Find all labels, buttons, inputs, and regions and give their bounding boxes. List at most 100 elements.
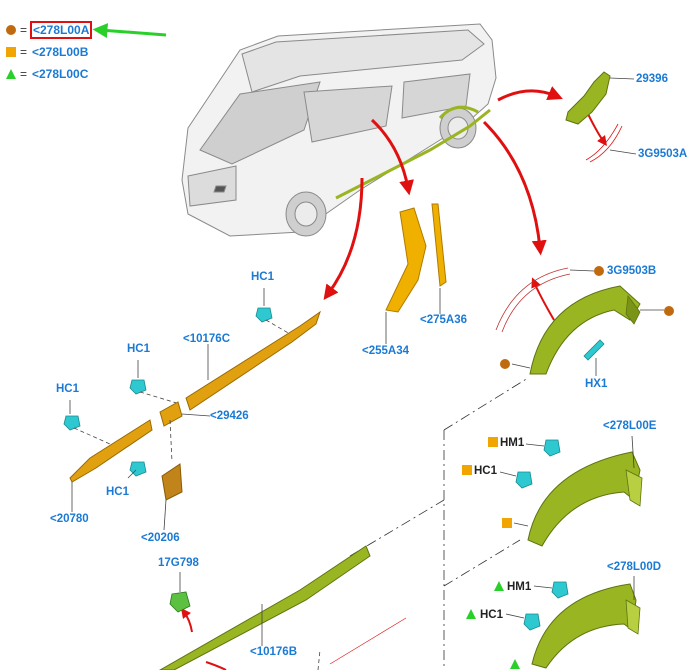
van-arch-highlight xyxy=(438,105,479,120)
leader-line xyxy=(569,269,595,272)
legend-equals: = xyxy=(20,23,28,37)
circle-marker-icon xyxy=(664,306,674,316)
legend-code-highlighted: <278L00A xyxy=(30,21,93,39)
label-HM1-d: HM1 xyxy=(507,581,532,593)
square-marker-icon xyxy=(6,47,16,57)
arch-end-flange xyxy=(625,294,641,325)
dashed-divider xyxy=(443,377,529,431)
triangle-marker-icon xyxy=(466,609,476,619)
clip-HM1-e xyxy=(543,439,561,457)
dashed-divider xyxy=(443,539,521,587)
label-HC1-left: HC1 xyxy=(56,383,80,395)
circle-marker-icon xyxy=(500,359,510,369)
sill-red-trim xyxy=(329,617,407,665)
label-HM1-e: HM1 xyxy=(500,437,525,449)
red-arrow-to-10176C xyxy=(323,177,364,301)
circle-marker-icon xyxy=(594,266,604,276)
label-HC1-top: HC1 xyxy=(251,271,275,283)
legend-code: <278L00C xyxy=(32,67,89,81)
square-marker-icon xyxy=(488,437,498,447)
label-10176C: <10176C xyxy=(183,333,230,345)
label-255A34: <255A34 xyxy=(362,345,409,357)
red-arrow-bottom xyxy=(205,661,227,670)
van-illustration xyxy=(181,23,497,237)
red-arrow-to-255A34 xyxy=(370,118,414,196)
red-arrow-to-3G9503A xyxy=(587,113,607,147)
part-29396 xyxy=(565,71,611,125)
van-sill-highlight xyxy=(335,108,491,200)
clip-17G798 xyxy=(169,591,191,613)
red-arrow-to-17G798 xyxy=(181,607,193,633)
legend-equals: = xyxy=(20,45,28,59)
part-rear-wheel-arch xyxy=(529,285,641,375)
label-20780: <20780 xyxy=(50,513,89,525)
part-20206 xyxy=(161,463,183,501)
clip-HC1-d xyxy=(523,613,541,631)
triangle-marker-icon xyxy=(510,659,520,669)
part-255A34 xyxy=(385,207,427,313)
label-HC1-mid: HC1 xyxy=(127,343,151,355)
label-278L00D: <278L00D xyxy=(607,561,662,573)
legend-code: <278L00B xyxy=(32,45,89,59)
label-29426: <29426 xyxy=(210,410,249,422)
leader-line xyxy=(127,469,137,479)
part-3G9503A xyxy=(585,123,619,161)
part-3G9503B-edge xyxy=(501,273,571,333)
red-arrow-to-3G9503B xyxy=(531,277,555,321)
arch-e-flange xyxy=(625,469,643,507)
circle-marker-icon xyxy=(6,25,16,35)
green-pointer-arrow xyxy=(92,23,167,39)
part-3G9503B xyxy=(495,267,569,331)
clip-HC1-e xyxy=(515,471,533,489)
dashed-line xyxy=(73,427,111,445)
clip-HC1-top xyxy=(255,307,273,323)
label-HC1-e: HC1 xyxy=(474,465,498,477)
dashed-line xyxy=(265,319,291,335)
label-3G9503A: 3G9503A xyxy=(638,148,688,160)
dashed-line xyxy=(317,649,321,670)
leader-line xyxy=(163,499,167,531)
square-marker-icon xyxy=(502,518,512,528)
label-29396: 29396 xyxy=(636,73,668,85)
label-HC1-low: HC1 xyxy=(106,486,130,498)
leader-line xyxy=(533,585,553,589)
leader-line xyxy=(181,413,211,417)
part-3G9503A-edge xyxy=(589,125,623,163)
label-17G798: 17G798 xyxy=(158,557,199,569)
clip-HC1-mid xyxy=(129,379,147,395)
leader-line xyxy=(525,443,545,447)
label-275A36: <275A36 xyxy=(420,314,467,326)
label-HX1: HX1 xyxy=(585,378,608,390)
clip-HC1-left xyxy=(63,415,81,431)
leader-line xyxy=(631,435,635,469)
square-marker-icon xyxy=(462,465,472,475)
label-HC1-d: HC1 xyxy=(480,609,504,621)
triangle-marker-icon xyxy=(6,69,16,79)
label-3G9503B: 3G9503B xyxy=(607,265,657,277)
clip-HM1-d xyxy=(551,581,569,599)
triangle-marker-icon xyxy=(494,581,504,591)
leader-line xyxy=(609,77,635,80)
dashed-divider xyxy=(349,499,445,557)
part-10176B xyxy=(158,545,371,670)
arch-d-flange xyxy=(625,599,641,635)
label-278L00E: <278L00E xyxy=(603,420,657,432)
red-arrow-to-arch xyxy=(482,120,547,256)
leader-line xyxy=(511,363,531,369)
part-275A36 xyxy=(431,203,447,287)
dashed-line xyxy=(139,391,181,405)
label-10176B: <10176B xyxy=(250,646,297,658)
leader-line xyxy=(505,613,525,619)
part-10176C xyxy=(185,310,321,411)
clip-HX1 xyxy=(583,339,605,361)
label-20206: <20206 xyxy=(141,532,180,544)
legend-equals: = xyxy=(20,67,28,81)
leader-line xyxy=(609,149,637,155)
dashed-line xyxy=(169,419,173,463)
part-29426 xyxy=(159,401,183,427)
leader-line xyxy=(513,522,529,527)
red-arrow-to-29396 xyxy=(497,86,563,102)
leader-line xyxy=(499,471,517,477)
part-278L00D xyxy=(531,583,637,669)
